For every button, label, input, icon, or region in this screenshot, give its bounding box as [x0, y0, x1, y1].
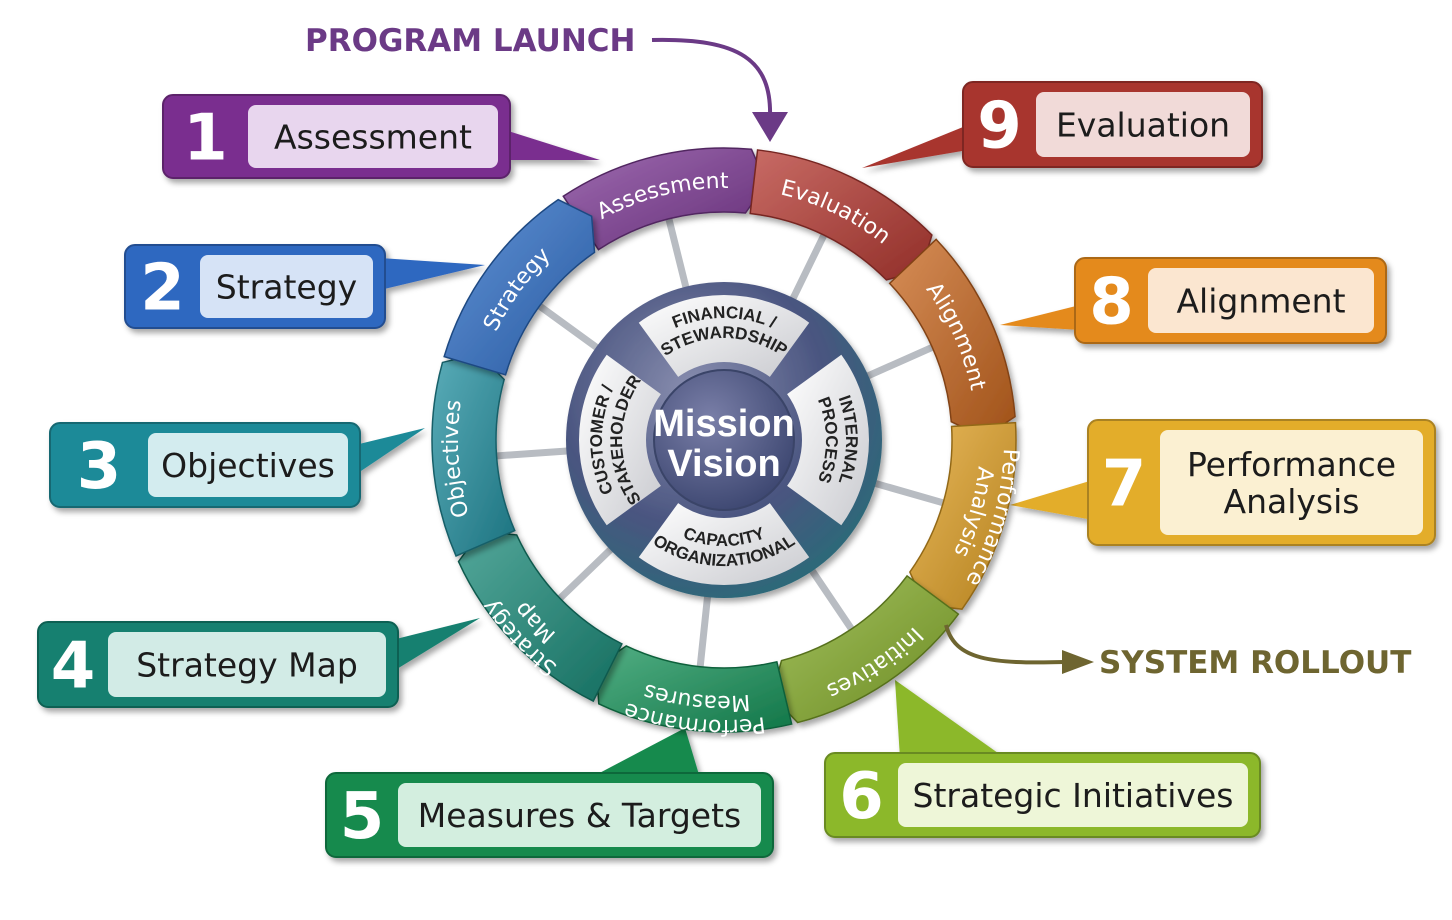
step-number: 8 [1089, 266, 1134, 340]
step-number: 5 [340, 780, 385, 854]
ring-segment-0: Assessment [562, 147, 768, 251]
step-label: Strategy [216, 268, 357, 307]
step-number: 7 [1102, 448, 1147, 522]
callout-pointer [355, 428, 425, 475]
step-callout-2: 2 Strategy [124, 244, 485, 329]
ring-segment-4: Initiatives [770, 574, 960, 724]
step-number: 1 [183, 102, 228, 176]
step-label: Strategy Map [136, 646, 358, 685]
spoke [664, 211, 692, 298]
annotations: PROGRAM LAUNCH SYSTEM ROLLOUT [305, 23, 1411, 681]
step-callout-9: 9 Evaluation [862, 81, 1263, 168]
ring-segment-1: Evaluation [749, 149, 933, 281]
step-number: 6 [839, 760, 884, 834]
hub: FINANCIAL /STEWARDSHIPINTERNALPROCESSCAP… [566, 282, 882, 598]
system-rollout-arrowhead [1062, 650, 1094, 674]
callout-label-box [898, 763, 1248, 827]
hub-panel [787, 354, 869, 526]
hub-panel [638, 295, 810, 377]
callout-label-box [1148, 268, 1374, 333]
hub-quadrant-customer-stakeholder: CUSTOMER /STAKEHOLDER [579, 354, 661, 526]
callout-label-box [148, 433, 348, 497]
callout-pointer [895, 680, 1005, 758]
callout-pointer [392, 618, 480, 672]
spoke [532, 300, 607, 356]
ring-segment-7: Objectives [431, 352, 516, 557]
callout-label-box [398, 783, 761, 847]
spoke [489, 446, 578, 460]
step-callout-8: 8 Alignment [1000, 257, 1387, 344]
program-launch-arrowhead [752, 112, 788, 142]
hub-quadrant-financial: FINANCIAL /STEWARDSHIP [638, 295, 810, 377]
step-label: Alignment [1176, 282, 1345, 321]
hub-panel [579, 354, 661, 526]
mission-vision-core [653, 369, 795, 511]
spoke [786, 227, 830, 309]
step-label: Evaluation [1056, 106, 1230, 145]
callout-pointer [505, 130, 600, 160]
callout-label-box [1036, 92, 1250, 157]
core-label-mission: Mission [653, 403, 794, 445]
hub-panel [638, 503, 810, 585]
step-callout-5: 5 Measures & Targets [325, 728, 774, 858]
callout-label-box [248, 105, 498, 168]
callout-pointer [380, 258, 485, 290]
spokes [489, 211, 951, 675]
spoke [857, 342, 940, 383]
program-launch-arrow [651, 37, 773, 119]
spoke [553, 540, 620, 605]
step-label: Objectives [161, 446, 335, 485]
callout-label-box [108, 632, 386, 697]
step-callout-3: 3 Objectives [49, 422, 425, 508]
callout-label-box [200, 255, 373, 318]
step-callout-1: 1 Assessment [162, 94, 600, 179]
callout-pointer [1010, 480, 1093, 520]
callout-pointer [862, 125, 968, 168]
step-number: 9 [977, 90, 1022, 164]
callout-pointer [1000, 305, 1080, 330]
ring-segment-shape [443, 198, 596, 376]
step-label: Analysis [1224, 482, 1360, 521]
step-label: Measures & Targets [418, 796, 741, 835]
spoke [864, 477, 951, 508]
spoke [804, 560, 858, 636]
spoke [696, 585, 712, 675]
ring-segment-2: Alignment [888, 238, 1016, 439]
ring-segment-8: Strategy [443, 198, 596, 376]
step-label: Performance [1187, 445, 1396, 484]
program-launch-label: PROGRAM LAUNCH [305, 23, 636, 59]
system-rollout-label: SYSTEM ROLLOUT [1099, 645, 1411, 681]
core-label-vision: Vision [667, 443, 780, 485]
step-number: 4 [51, 630, 96, 704]
system-rollout-arrow [944, 624, 1066, 665]
step-number: 3 [77, 430, 122, 504]
ring-segment-shape [770, 574, 960, 724]
callout-pointer [590, 728, 700, 778]
step-callout-4: 4 Strategy Map [37, 618, 480, 708]
step-callout-6: 6 Strategic Initiatives [824, 680, 1261, 838]
step-number: 2 [140, 252, 185, 326]
callout-label-box [1160, 430, 1423, 535]
step-label: Assessment [274, 118, 472, 157]
step-label: Strategic Initiatives [913, 776, 1234, 815]
